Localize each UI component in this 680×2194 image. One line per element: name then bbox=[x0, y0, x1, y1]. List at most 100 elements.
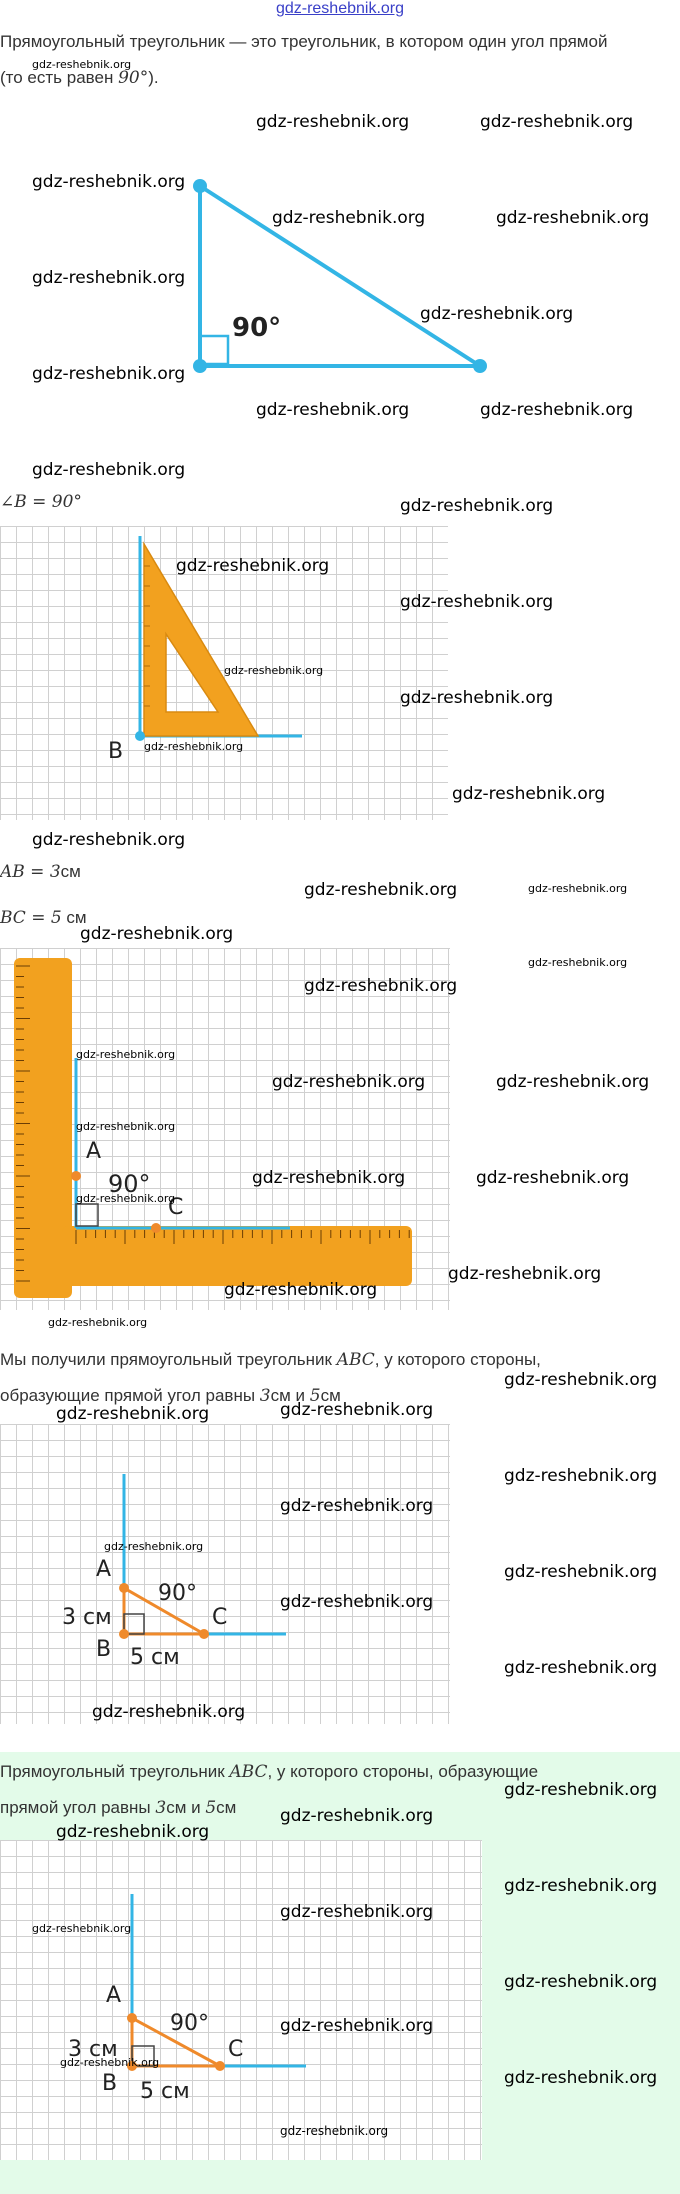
point-c-3 bbox=[151, 1223, 161, 1233]
triangle-abc-5 bbox=[130, 2015, 221, 2068]
point-b-4 bbox=[119, 1629, 129, 1639]
watermark: gdz-reshebnik.org bbox=[504, 1876, 658, 1896]
figure-rulers: A C 90° bbox=[14, 958, 412, 1298]
watermark: gdz-reshebnik.org bbox=[504, 2068, 658, 2088]
watermark: gdz-reshebnik.org bbox=[48, 1316, 148, 1329]
grid-figure-2 bbox=[0, 526, 448, 820]
angle-label: 90° bbox=[232, 313, 281, 343]
triangle-shape bbox=[198, 182, 487, 368]
watermark: gdz-reshebnik.org bbox=[256, 112, 410, 132]
site-link[interactable]: gdz-reshebnik.org bbox=[275, 0, 405, 17]
watermark: gdz-reshebnik.org bbox=[400, 688, 554, 708]
ruler-horizontal bbox=[62, 1226, 412, 1286]
watermark: gdz-reshebnik.org bbox=[504, 1562, 658, 1582]
label-b-5: B bbox=[102, 2071, 117, 2096]
triangle-abc-4 bbox=[122, 1585, 210, 1636]
watermark: gdz-reshebnik.org bbox=[280, 2124, 389, 2138]
angle-5: 90° bbox=[170, 2011, 209, 2036]
watermark: gdz-reshebnik.org bbox=[480, 112, 634, 132]
label-b-4: B bbox=[96, 1637, 111, 1662]
watermark: gdz-reshebnik.org bbox=[76, 1048, 176, 1061]
watermark: gdz-reshebnik.org bbox=[496, 208, 650, 228]
watermark: gdz-reshebnik.org bbox=[452, 784, 606, 804]
watermark: gdz-reshebnik.org bbox=[56, 1822, 210, 1842]
watermark: gdz-reshebnik.org bbox=[32, 1922, 132, 1935]
right-angle-mark-4 bbox=[123, 1613, 145, 1635]
watermark: gdz-reshebnik.org bbox=[280, 2016, 434, 2036]
label-c-5: C bbox=[228, 2037, 243, 2062]
point-b-label: B bbox=[108, 739, 123, 764]
side-ab-5: 3 см bbox=[68, 2037, 118, 2062]
watermark: gdz-reshebnik.org bbox=[272, 208, 426, 228]
watermark: gdz-reshebnik.org bbox=[496, 1072, 650, 1092]
right-angle-mark-3 bbox=[75, 1203, 99, 1227]
watermark: gdz-reshebnik.org bbox=[32, 364, 186, 384]
label-a-3: A bbox=[86, 1139, 101, 1164]
watermark: gdz-reshebnik.org bbox=[224, 664, 324, 677]
watermark: gdz-reshebnik.org bbox=[272, 1072, 426, 1092]
watermark: gdz-reshebnik.org bbox=[32, 172, 186, 192]
watermark: gdz-reshebnik.org bbox=[60, 2056, 160, 2069]
watermark: gdz-reshebnik.org bbox=[280, 1592, 434, 1612]
angle-b-text: ∠B = 90° bbox=[0, 492, 82, 512]
watermark: gdz-reshebnik.org bbox=[476, 1168, 630, 1188]
label-c-4: C bbox=[212, 1605, 227, 1630]
watermark: gdz-reshebnik.org bbox=[76, 1192, 176, 1205]
watermark: gdz-reshebnik.org bbox=[504, 1780, 658, 1800]
watermark: gdz-reshebnik.org bbox=[80, 924, 234, 944]
watermark: gdz-reshebnik.org bbox=[504, 1466, 658, 1486]
watermark: gdz-reshebnik.org bbox=[32, 268, 186, 288]
label-a-5: A bbox=[106, 1983, 121, 2008]
watermark: gdz-reshebnik.org bbox=[252, 1168, 406, 1188]
watermark: gdz-reshebnik.org bbox=[104, 1540, 204, 1553]
angle-label-3: 90° bbox=[108, 1170, 151, 1198]
watermark: gdz-reshebnik.org bbox=[400, 592, 554, 612]
watermark: gdz-reshebnik.org bbox=[504, 1370, 658, 1390]
angle-4: 90° bbox=[158, 1581, 197, 1606]
point-c-4 bbox=[199, 1629, 209, 1639]
watermark: gdz-reshebnik.org bbox=[256, 400, 410, 420]
watermark: gdz-reshebnik.org bbox=[504, 1972, 658, 1992]
watermark: gdz-reshebnik.org bbox=[224, 1280, 378, 1300]
side-bc-4: 5 см bbox=[130, 1645, 180, 1670]
vertex-right bbox=[473, 359, 487, 373]
watermark: gdz-reshebnik.org bbox=[280, 1496, 434, 1516]
label-a-4: A bbox=[96, 1557, 111, 1582]
right-angle-mark bbox=[198, 334, 230, 366]
watermark: gdz-reshebnik.org bbox=[280, 1400, 434, 1420]
intro-text: Прямоугольный треугольник — это треуголь… bbox=[0, 24, 680, 96]
result-text: Мы получили прямоугольный треугольник AB… bbox=[0, 1350, 541, 1406]
grid-figure-5 bbox=[0, 1840, 482, 2160]
watermark: gdz-reshebnik.org bbox=[176, 556, 330, 576]
right-angle-mark-5 bbox=[131, 2045, 155, 2067]
watermark: gdz-reshebnik.org bbox=[400, 496, 554, 516]
grid-figure-4 bbox=[0, 1424, 450, 1724]
vertex-top bbox=[193, 179, 207, 193]
ruler-vertical bbox=[14, 958, 72, 1298]
watermark: gdz-reshebnik.org bbox=[528, 956, 628, 969]
watermark: gdz-reshebnik.org bbox=[32, 460, 186, 480]
watermark: gdz-reshebnik.org bbox=[280, 1806, 434, 1826]
measure-ab: AB = 3см bbox=[0, 862, 81, 882]
watermark: gdz-reshebnik.org bbox=[56, 1404, 210, 1424]
side-bc-5: 5 см bbox=[140, 2079, 190, 2104]
watermark: gdz-reshebnik.org bbox=[32, 58, 132, 71]
watermark: gdz-reshebnik.org bbox=[448, 1264, 602, 1284]
set-square bbox=[143, 541, 260, 737]
watermark: gdz-reshebnik.org bbox=[32, 830, 186, 850]
point-a-3 bbox=[71, 1171, 81, 1181]
measure-bc: BC = 5 см bbox=[0, 908, 87, 928]
figure-triangle-abc-answer: A B C 90° 3 см 5 см bbox=[68, 1894, 306, 2104]
watermark: gdz-reshebnik.org bbox=[76, 1120, 176, 1133]
watermark: gdz-reshebnik.org bbox=[304, 880, 458, 900]
figure-set-square: B bbox=[108, 536, 302, 764]
watermark: gdz-reshebnik.org bbox=[420, 304, 574, 324]
figure-right-triangle: 90° bbox=[193, 179, 487, 373]
intro-line1: Прямоугольный треугольник — это треуголь… bbox=[0, 32, 608, 51]
watermark: gdz-reshebnik.org bbox=[280, 1902, 434, 1922]
point-a-5 bbox=[127, 2013, 137, 2023]
watermark: gdz-reshebnik.org bbox=[504, 1658, 658, 1678]
answer-text: Прямоугольный треугольник ABC, у которог… bbox=[0, 1762, 539, 1818]
point-b bbox=[135, 731, 145, 741]
label-c-3: C bbox=[168, 1195, 183, 1220]
